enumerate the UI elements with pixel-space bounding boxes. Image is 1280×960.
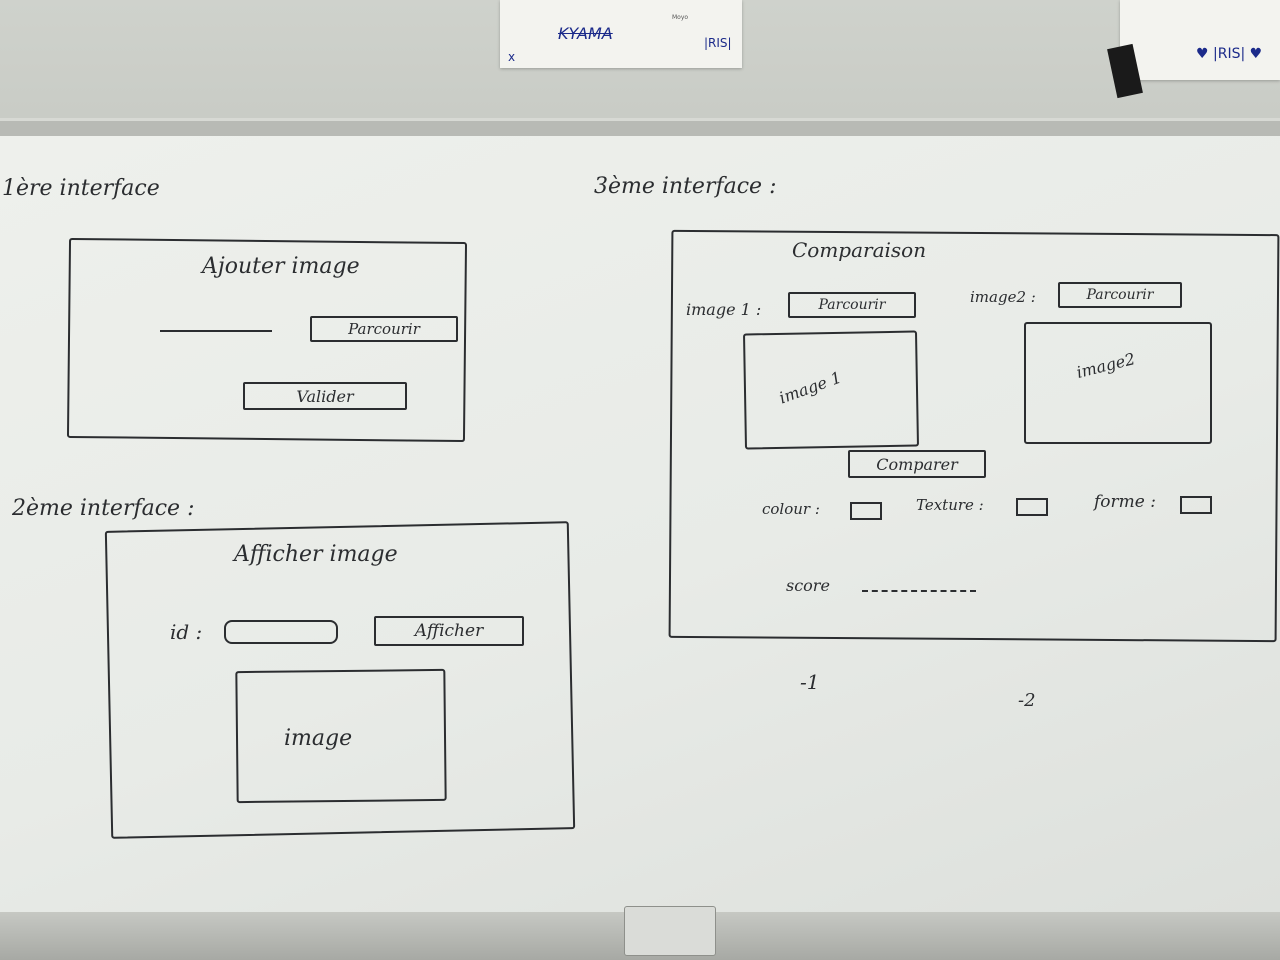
note-1: -1 bbox=[800, 670, 820, 694]
afficher-button[interactable]: Afficher bbox=[374, 616, 524, 646]
file-path-line bbox=[160, 330, 272, 332]
interface3-heading: 3ème interface : bbox=[594, 174, 777, 199]
score-value-line bbox=[862, 590, 976, 592]
parcourir-button-2[interactable]: Parcourir bbox=[1058, 282, 1182, 308]
valider-button[interactable]: Valider bbox=[243, 382, 407, 410]
comparer-button[interactable]: Comparer bbox=[848, 450, 986, 478]
brand-text: |RIS| bbox=[704, 36, 732, 50]
texture-label: Texture : bbox=[916, 496, 984, 514]
note-2: -2 bbox=[1018, 690, 1036, 711]
note-paper-right: ♥ |RIS| ♥ bbox=[1120, 0, 1280, 80]
id-label: id : bbox=[170, 620, 203, 644]
small-text: Moyo bbox=[672, 14, 689, 21]
note-paper-left: KYAMA Moyo |RIS| x bbox=[500, 0, 742, 68]
whiteboard bbox=[0, 136, 1280, 912]
x-mark: x bbox=[508, 50, 516, 64]
interface1-title: Ajouter image bbox=[202, 254, 360, 279]
image-placeholder-label: image bbox=[284, 726, 353, 751]
image2-placeholder bbox=[1024, 322, 1212, 444]
interface1-heading: 1ère interface bbox=[2, 176, 160, 201]
forme-label: forme : bbox=[1094, 492, 1156, 512]
brand-text-right: ♥ |RIS| ♥ bbox=[1196, 46, 1263, 62]
colour-label: colour : bbox=[762, 500, 820, 518]
score-label: score bbox=[786, 576, 830, 595]
parcourir-button[interactable]: Parcourir bbox=[310, 316, 458, 342]
scribble-text: KYAMA bbox=[558, 24, 613, 43]
interface2-title: Afficher image bbox=[234, 542, 398, 567]
interface3-title: Comparaison bbox=[792, 238, 927, 262]
id-input[interactable] bbox=[224, 620, 338, 644]
parcourir-button-1[interactable]: Parcourir bbox=[788, 292, 916, 318]
interface2-heading: 2ème interface : bbox=[12, 496, 195, 521]
eraser bbox=[624, 906, 716, 956]
image1-label: image 1 : bbox=[686, 300, 762, 319]
forme-checkbox[interactable] bbox=[1180, 496, 1212, 514]
image2-label: image2 : bbox=[970, 288, 1036, 306]
texture-checkbox[interactable] bbox=[1016, 498, 1048, 516]
colour-checkbox[interactable] bbox=[850, 502, 882, 520]
